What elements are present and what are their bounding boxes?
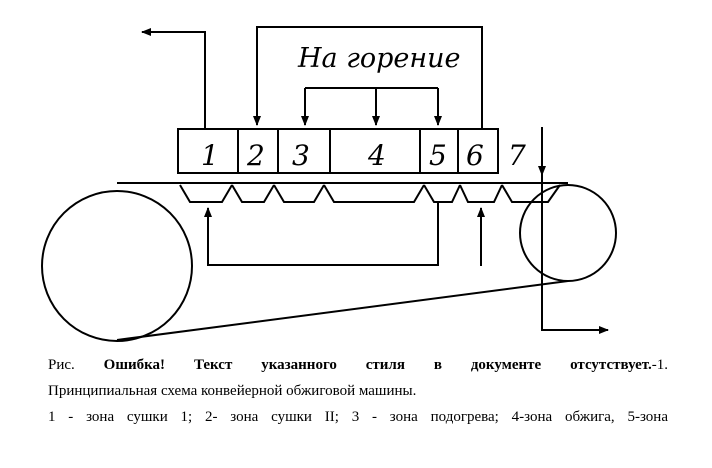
zone-label-7: 7: [508, 139, 526, 172]
zone-hood-box: [177, 128, 499, 174]
exhaust-line-zone-1: [141, 28, 206, 129]
caption-line-2: Принципиальная схема конвейерной обжигов…: [48, 383, 417, 399]
zone-label-1: 1: [201, 139, 219, 172]
caption-line-4-clipped: [48, 430, 668, 442]
conveyor-belt-bottom: [116, 280, 569, 341]
zone-label-6: 6: [466, 139, 484, 172]
heading-label: На горение: [297, 43, 461, 74]
zone-label-2: 2: [246, 139, 265, 172]
conveyor-kiln-diagram: На горение 1 2 3 4 5 6 7: [41, 26, 617, 342]
left-pulley: [41, 190, 193, 342]
caption-error-text: Ошибка! Текст указанного стиля в докумен…: [103, 357, 652, 373]
zone-label-4: 4: [367, 139, 386, 172]
zone-label-3: 3: [292, 139, 310, 172]
recirculation-line: [204, 202, 439, 266]
wind-boxes: [179, 184, 561, 203]
caption-prefix: Рис.: [48, 357, 104, 373]
caption-line-1: Рис. Ошибка! Текст указанного стиля в до…: [48, 352, 668, 378]
caption-line-3: 1 - зона сушки 1; 2- зона сушки II; 3 - …: [48, 409, 668, 425]
caption-suffix: -1.: [651, 357, 668, 373]
discharge-line: [541, 175, 609, 334]
right-pulley: [519, 184, 617, 282]
zone-label-5: 5: [429, 139, 447, 172]
combustion-gas-line: [253, 26, 483, 129]
figure-caption: Рис. Ошибка! Текст указанного стиля в до…: [48, 352, 668, 442]
